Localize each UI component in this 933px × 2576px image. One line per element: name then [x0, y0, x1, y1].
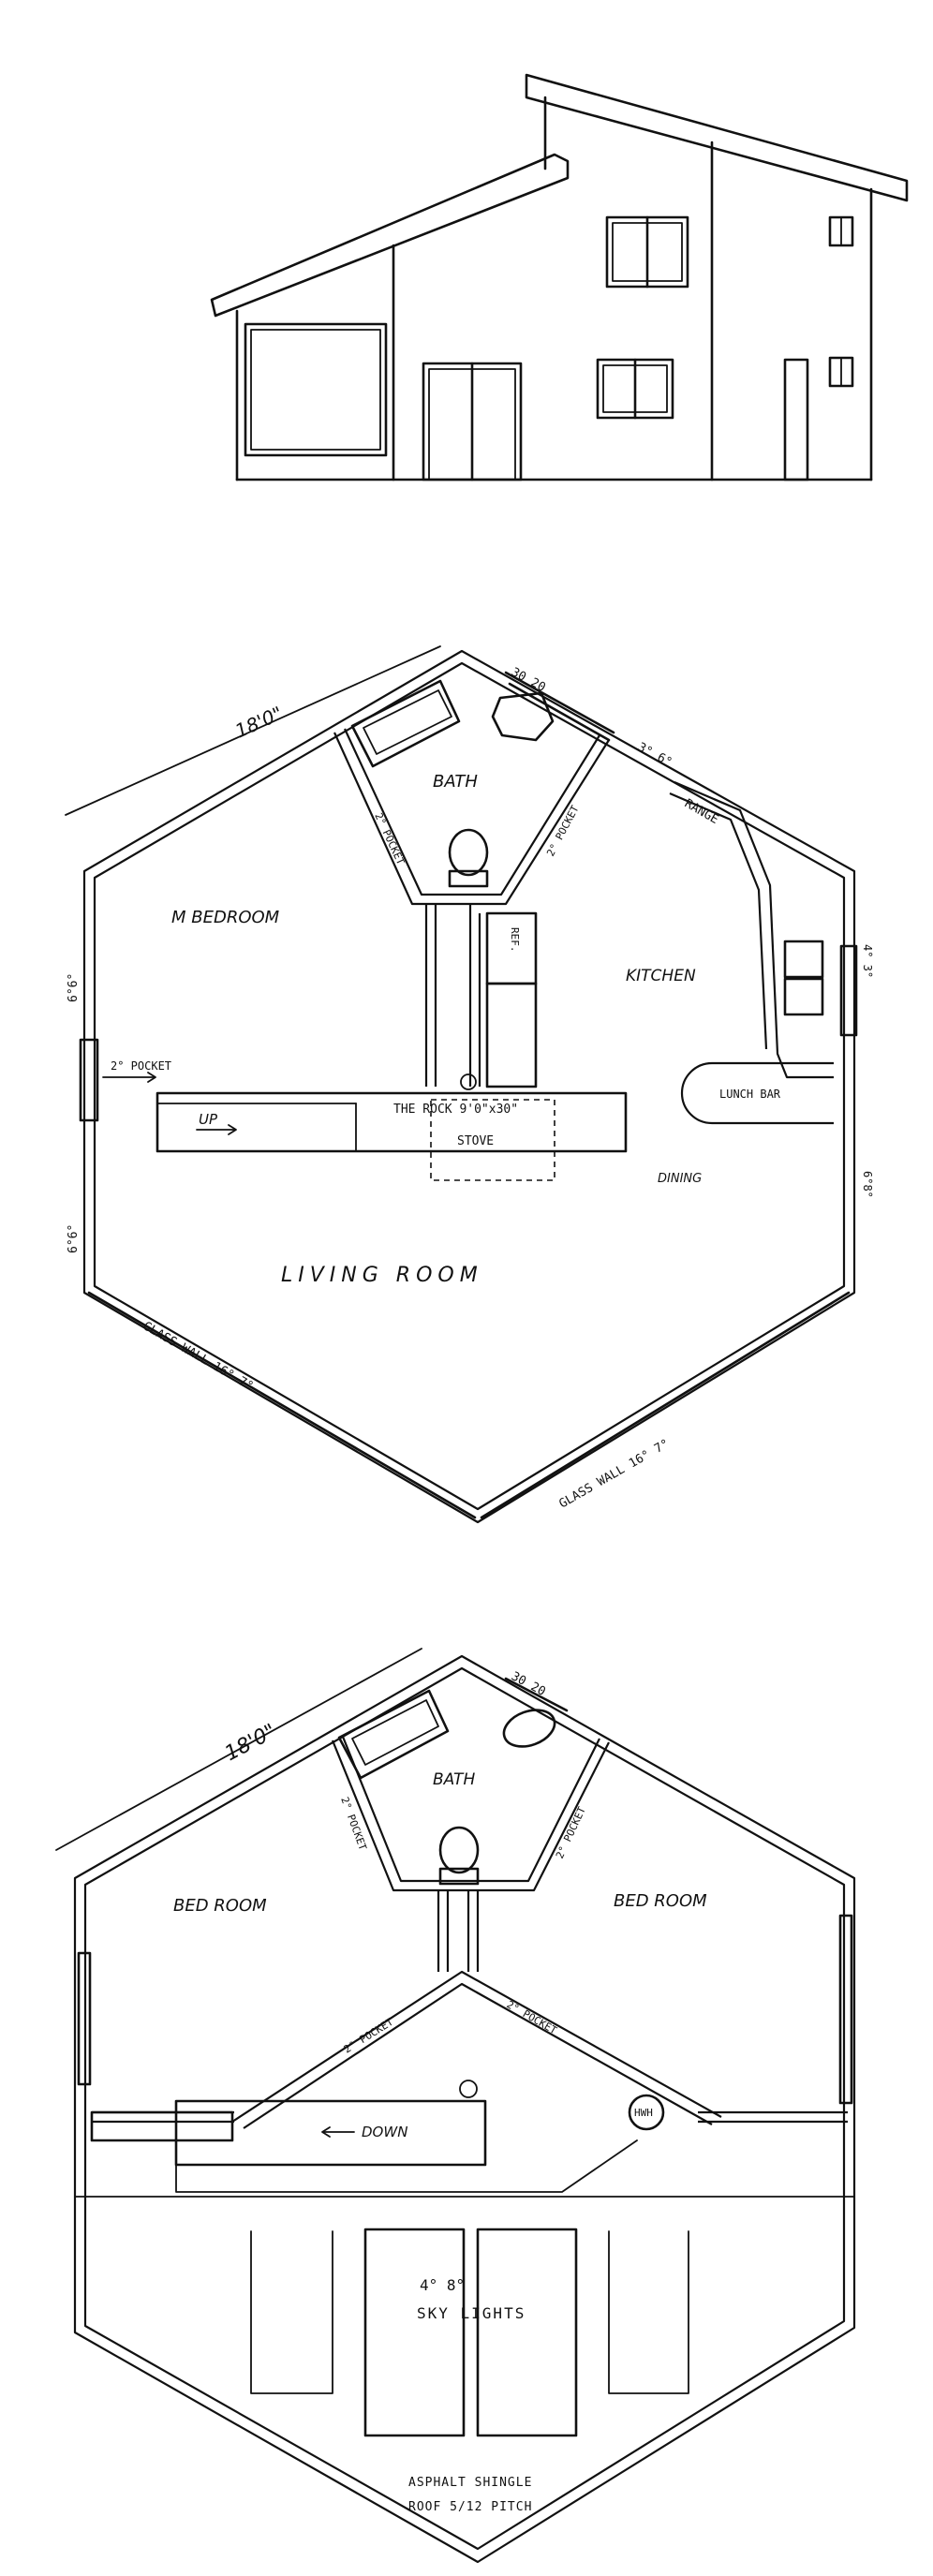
ff-range-label: RANGE	[682, 796, 720, 827]
first-floor-bathtub	[350, 679, 461, 768]
elevation-picture-window	[244, 322, 388, 457]
second-floor-water-heater	[628, 2094, 665, 2131]
ff-window-top: 30 20	[509, 665, 548, 695]
ff-kitchen-label: KITCHEN	[626, 967, 696, 985]
first-floor-exterior-wall	[82, 649, 856, 1524]
lower-roof	[210, 153, 570, 318]
ff-master-bedroom: M BEDROOM	[171, 908, 280, 927]
first-floor-lunch-bar	[680, 1061, 834, 1125]
ff-pocket-left: 2° POCKET	[372, 811, 407, 867]
ff-ref-label: REF.	[509, 927, 521, 953]
second-floor-plan	[55, 1648, 856, 2564]
elevation-side-door	[783, 358, 809, 481]
sf-bath-label: BATH	[433, 1770, 475, 1789]
skylight-right	[476, 2228, 578, 2437]
ff-window-right-lower: 6°8°	[861, 1171, 874, 1198]
ff-dim-top: 18'0"	[231, 702, 286, 742]
first-floor-sink	[491, 691, 555, 742]
sf-roof-note-2: ROOF 5/12 PITCH	[408, 2500, 532, 2514]
first-floor-the-rock	[156, 1091, 628, 1153]
sf-hwh-label: HWH	[634, 2107, 653, 2119]
sf-bedroom-left: BED ROOM	[173, 1896, 267, 1916]
ff-window-kitchen: 3° 6°	[635, 740, 674, 770]
ff-door-left-lower: 6°6°	[67, 1224, 81, 1253]
first-floor-toilet	[448, 828, 489, 877]
ff-pocket-bedroom: 2° POCKET	[111, 1059, 171, 1073]
ff-the-rock: THE ROCK 9'0"x30"	[393, 1103, 518, 1117]
sf-bedroom-right: BED ROOM	[614, 1891, 707, 1911]
ff-stove-label: STOVE	[457, 1134, 494, 1148]
ff-window-right-upper: 4° 3°	[861, 944, 874, 978]
upper-roof	[525, 73, 909, 202]
front-elevation	[210, 73, 909, 481]
second-floor-exterior-wall	[73, 1654, 856, 2564]
ff-dining: DINING	[658, 1172, 702, 1186]
ff-door-left-upper: 6°6°	[67, 973, 81, 1002]
skylight-left	[363, 2228, 466, 2437]
ff-glass-wall-left: GLASS WALL 16° 7°	[141, 1319, 256, 1394]
second-floor-stair	[174, 2099, 487, 2167]
first-floor-left-door	[79, 1038, 99, 1122]
sf-dim-top: 18'0"	[221, 1720, 280, 1766]
second-floor-sink	[502, 1709, 556, 1748]
first-floor-plan	[65, 645, 858, 1524]
first-floor-right-window	[839, 944, 858, 1037]
ff-lunch-bar: LUNCH BAR	[719, 1088, 781, 1101]
ff-living-room: LIVING ROOM	[281, 1264, 483, 1287]
second-floor-labels: 18'0" 30 20 BATH 2° POCKET 2° POCKET BED…	[173, 1669, 707, 2514]
sf-pocket-hall-right: 2° POCKET	[505, 1998, 559, 2036]
second-floor-toilet	[438, 1826, 480, 1874]
ff-stair-up: UP	[199, 1111, 218, 1128]
second-floor-bathtub	[337, 1689, 450, 1780]
sf-pocket-hall-left: 2° POCKET	[342, 2016, 396, 2056]
sf-pocket-bath-right: 2° POCKET	[554, 1804, 588, 1860]
ff-bath-label: BATH	[433, 772, 478, 792]
sf-stair-down: DOWN	[362, 2124, 407, 2140]
sf-roof-note-1: ASPHALT SHINGLE	[408, 2476, 532, 2490]
sf-skylights-label: SKY LIGHTS	[417, 2304, 526, 2322]
ff-glass-wall-right: GLASS WALL 16° 7°	[557, 1437, 673, 1512]
sf-skylight-size: 4° 8°	[420, 2276, 465, 2294]
first-floor-stove	[430, 1099, 555, 1181]
sf-pocket-bath-left: 2° POCKET	[338, 1796, 369, 1853]
